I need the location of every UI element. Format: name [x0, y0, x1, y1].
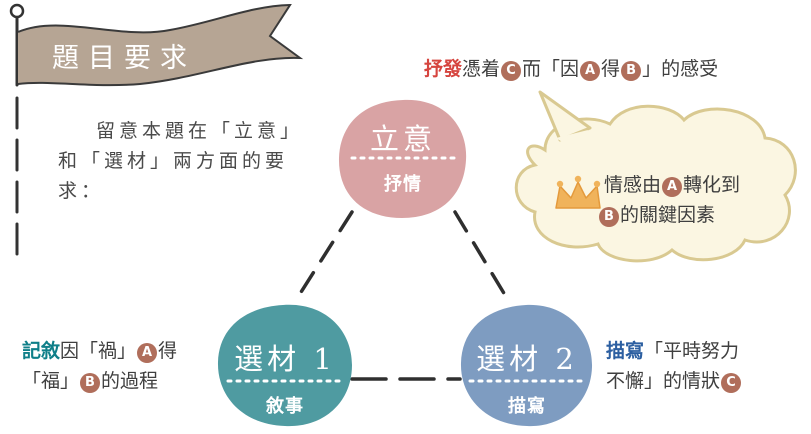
flag-pole-knob	[9, 3, 25, 19]
right-note-keyword: 描寫	[606, 340, 645, 362]
left-note-keyword: 記敘	[22, 340, 61, 362]
badge-a: A	[137, 343, 158, 363]
thought-cloud	[514, 104, 797, 263]
connector-center-left	[294, 210, 354, 302]
right-circle-subtitle: 描寫	[508, 396, 546, 417]
center-circle	[338, 99, 467, 218]
center-circle-title: 立意	[369, 122, 436, 156]
right-circle	[460, 304, 593, 427]
crown-icon	[555, 175, 601, 209]
badge-a: A	[580, 61, 601, 81]
intro-text: 留意本題在「立意」和「選材」兩方面的要求：	[58, 120, 304, 202]
badge-b: B	[599, 207, 619, 227]
cloud-tail-cover	[556, 130, 588, 150]
connector-center-right	[453, 210, 510, 302]
top-note-keyword: 抒發	[424, 58, 463, 80]
left-circle	[217, 304, 352, 427]
badge-c: C	[721, 373, 742, 393]
badge-b: B	[621, 61, 642, 81]
center-circle-subtitle: 抒情	[384, 174, 422, 195]
left-circle-subtitle: 敘事	[266, 396, 304, 417]
banner-outline	[17, 3, 304, 87]
left-circle-title: 選材 1	[234, 342, 336, 376]
banner-title: 題目要求	[52, 43, 196, 74]
badge-a: A	[662, 177, 683, 197]
badge-b: B	[80, 373, 101, 393]
badge-c: C	[501, 61, 522, 81]
title-banner	[18, 5, 300, 86]
right-circle-title: 選材 2	[476, 342, 578, 376]
right-note-line1: 描寫「平時努力	[606, 340, 740, 362]
